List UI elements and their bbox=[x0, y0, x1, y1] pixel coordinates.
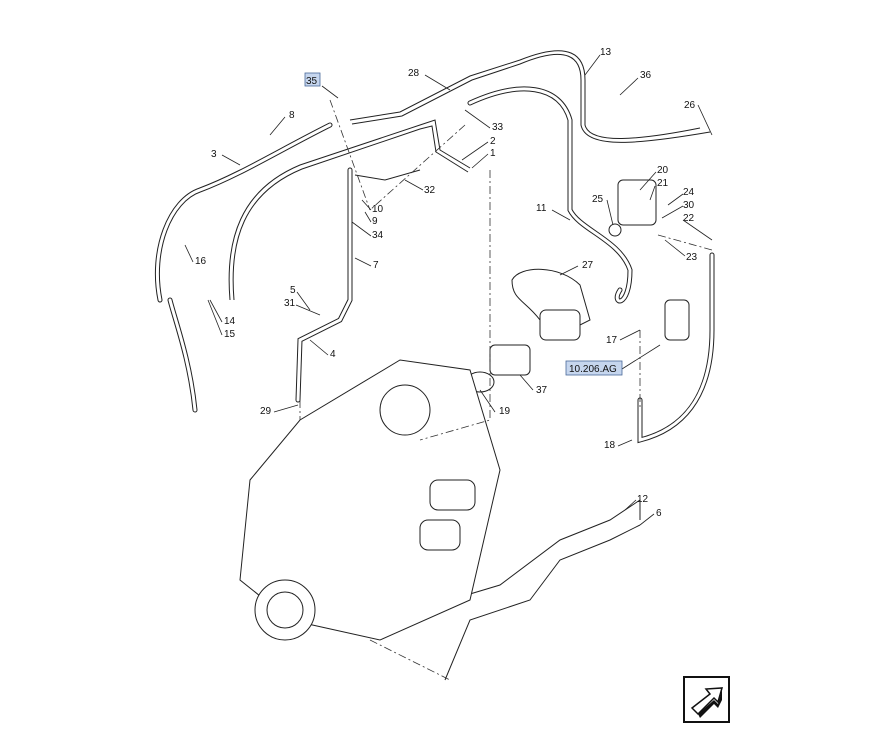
callout-2: 2 bbox=[490, 136, 496, 147]
callout-8: 8 bbox=[289, 110, 295, 121]
callout-23: 23 bbox=[686, 252, 698, 263]
callout-5: 5 bbox=[290, 285, 296, 296]
callout-10: 10 bbox=[372, 204, 384, 215]
callout-1: 1 bbox=[490, 148, 496, 159]
reference-link-box[interactable] bbox=[565, 360, 623, 376]
callout-24: 24 bbox=[683, 187, 695, 198]
callout-6: 6 bbox=[656, 508, 662, 519]
callout-22: 22 bbox=[683, 213, 695, 224]
highlighted-callout-box[interactable] bbox=[304, 72, 321, 87]
callout-37: 37 bbox=[536, 385, 548, 396]
callout-26: 26 bbox=[684, 100, 696, 111]
callout-21: 21 bbox=[657, 178, 669, 189]
callout-25: 25 bbox=[592, 194, 604, 205]
callout-19: 19 bbox=[499, 406, 511, 417]
callout-7: 7 bbox=[373, 260, 379, 271]
arrow-next-page-icon[interactable] bbox=[683, 676, 730, 723]
reference-link-10-206-ag[interactable]: 10.206.AG bbox=[569, 364, 617, 375]
callout-9: 9 bbox=[372, 216, 378, 227]
callout-14: 14 bbox=[224, 316, 236, 327]
callout-18: 18 bbox=[604, 440, 616, 451]
callout-30: 30 bbox=[683, 200, 695, 211]
callout-32: 32 bbox=[424, 185, 436, 196]
callout-29: 29 bbox=[260, 406, 272, 417]
callout-11: 11 bbox=[536, 203, 547, 214]
callout-34: 34 bbox=[372, 230, 384, 241]
callout-15: 15 bbox=[224, 329, 236, 340]
callout-4: 4 bbox=[330, 349, 336, 360]
callout-27: 27 bbox=[582, 260, 594, 271]
callout-33: 33 bbox=[492, 122, 504, 133]
callout-3: 3 bbox=[211, 149, 217, 160]
callout-labels: 35 28 13 36 26 8 33 2 1 3 20 21 24 30 22… bbox=[195, 47, 698, 519]
callout-36: 36 bbox=[640, 70, 652, 81]
callout-20: 20 bbox=[657, 165, 669, 176]
callout-16: 16 bbox=[195, 256, 207, 267]
connector-lines bbox=[299, 99, 713, 681]
components bbox=[239, 179, 690, 641]
hose-lines bbox=[154, 50, 715, 681]
leader-lines bbox=[184, 54, 713, 526]
callout-35[interactable]: 35 bbox=[306, 76, 318, 87]
callout-17: 17 bbox=[606, 335, 618, 346]
callout-31: 31 bbox=[284, 298, 296, 309]
callout-12: 12 bbox=[637, 494, 649, 505]
callout-28: 28 bbox=[408, 68, 420, 79]
callout-13: 13 bbox=[600, 47, 612, 58]
